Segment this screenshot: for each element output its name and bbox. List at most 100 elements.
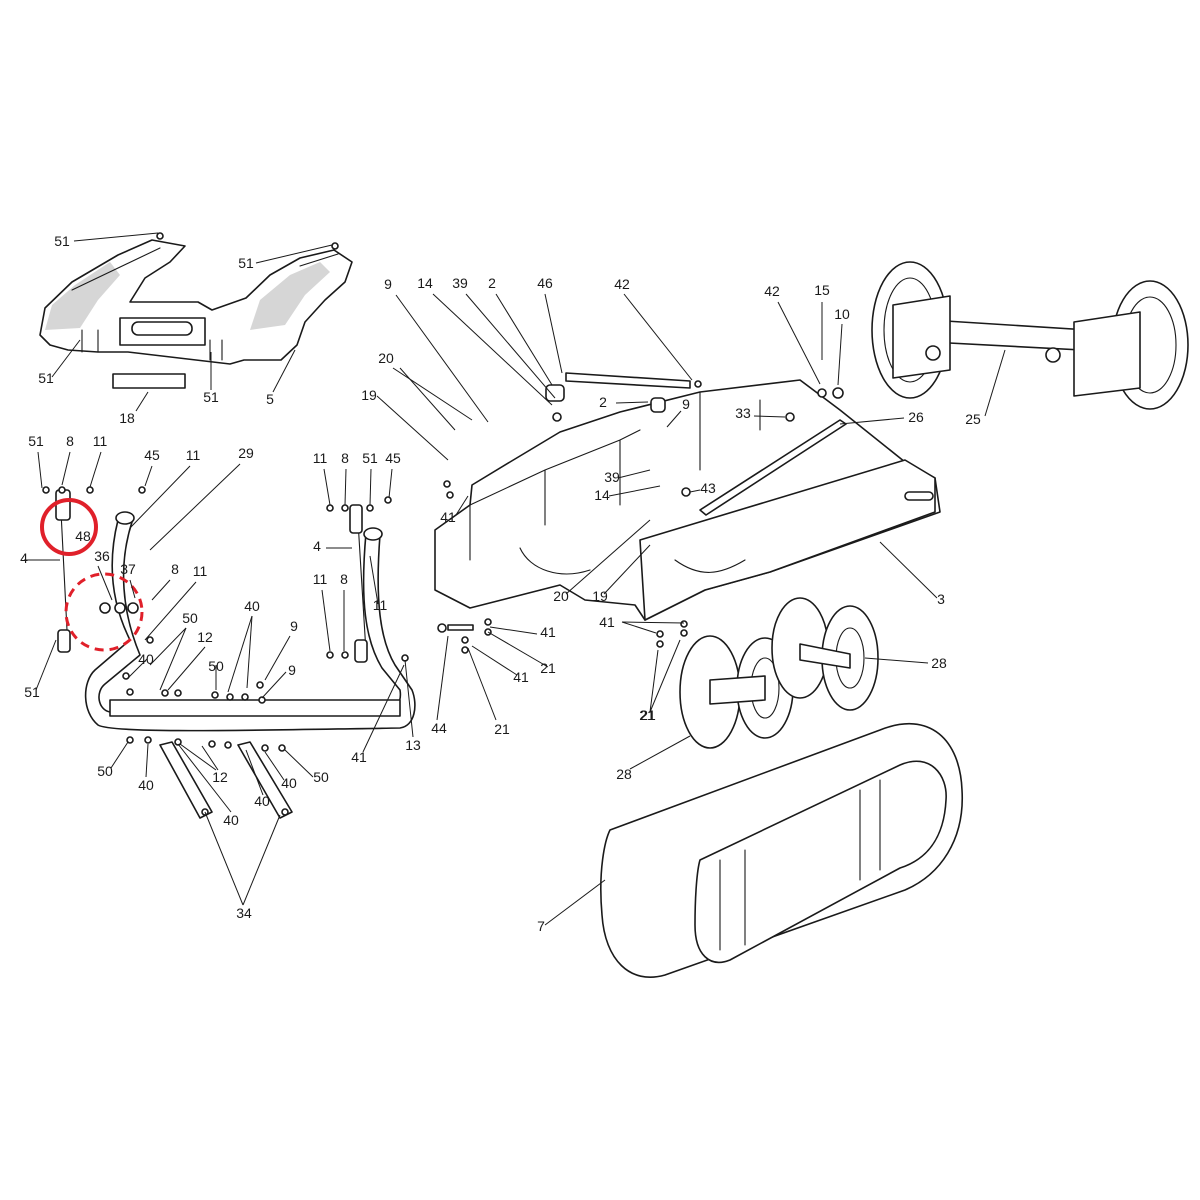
- leader-line: [323, 468, 331, 506]
- leader-line: [245, 749, 264, 796]
- callout: 5: [266, 391, 274, 407]
- leader-line: [255, 244, 333, 264]
- callout: 21: [640, 707, 656, 723]
- leader-line: [321, 589, 331, 652]
- callout: 51: [362, 450, 378, 466]
- callout: 40: [244, 598, 260, 614]
- hardware-parts: [42, 232, 844, 752]
- leader-line: [144, 581, 197, 641]
- callout: 9: [288, 662, 296, 678]
- leader-line: [471, 645, 518, 676]
- callout: 15: [814, 282, 830, 298]
- callout: 39: [604, 469, 620, 485]
- leader-line: [344, 468, 347, 506]
- callout: 11: [93, 433, 108, 449]
- leader-line: [467, 647, 497, 721]
- leader-line: [621, 621, 685, 624]
- callout: 41: [440, 509, 456, 525]
- dashed-highlight-circle: [64, 572, 144, 652]
- callout: 51: [54, 233, 70, 249]
- leader-line: [264, 751, 285, 781]
- leader-line: [35, 639, 57, 691]
- callout: 10: [834, 306, 850, 322]
- leader-line: [432, 293, 553, 406]
- wheel-axle-part: [871, 261, 1189, 410]
- callout: 40: [281, 775, 297, 791]
- leader-line: [395, 294, 489, 423]
- leader-line: [201, 745, 219, 771]
- leader-line: [623, 293, 693, 381]
- leader-line: [544, 293, 563, 374]
- leader-line: [753, 415, 786, 418]
- callout: 50: [313, 769, 329, 785]
- callout: 51: [38, 370, 54, 386]
- frame-part: [434, 372, 941, 621]
- callout: 11: [186, 447, 201, 463]
- callout: 41: [351, 749, 367, 765]
- leader-line: [135, 391, 149, 412]
- callout: 33: [735, 405, 751, 421]
- leader-line: [544, 879, 606, 926]
- callout: 46: [537, 275, 553, 291]
- leader-line: [51, 339, 81, 378]
- leader-line: [151, 579, 171, 601]
- track-part: [600, 722, 963, 978]
- leader-lines: [24, 232, 1006, 926]
- callout: 18: [119, 410, 135, 426]
- callout: 11: [193, 563, 208, 579]
- callout: 9: [682, 396, 690, 412]
- callout: 36: [94, 548, 110, 564]
- callout: 2: [488, 275, 496, 291]
- leader-line: [149, 627, 187, 666]
- callout: 45: [385, 450, 401, 466]
- callout: 19: [361, 387, 377, 403]
- callout: 8: [341, 450, 349, 466]
- leader-line: [608, 485, 661, 497]
- leader-line: [110, 741, 129, 769]
- leader-line: [392, 367, 473, 421]
- callout: 20: [553, 588, 569, 604]
- leader-line: [37, 451, 43, 489]
- callout: 21: [540, 660, 556, 676]
- callout: 11: [313, 450, 328, 466]
- solid-highlight-circle: [40, 498, 98, 556]
- callout: 8: [340, 571, 348, 587]
- callout: 41: [513, 669, 529, 685]
- leader-line: [179, 743, 217, 771]
- leader-line: [264, 635, 291, 681]
- leader-line: [839, 417, 905, 425]
- leader-line: [246, 615, 253, 689]
- leader-line: [565, 519, 651, 595]
- callout: 43: [700, 480, 716, 496]
- callout: 21: [494, 721, 510, 737]
- leader-line: [487, 631, 549, 668]
- callout: 40: [138, 777, 154, 793]
- callout: 26: [908, 409, 924, 425]
- leader-line: [689, 489, 701, 493]
- leader-line: [227, 615, 253, 693]
- callout: 28: [616, 766, 632, 782]
- leader-line: [615, 401, 649, 404]
- decal-part: [112, 373, 186, 389]
- callout: 40: [254, 793, 270, 809]
- callout: 45: [144, 447, 160, 463]
- leader-line: [617, 469, 651, 479]
- leader-line: [89, 451, 102, 488]
- leader-line: [666, 410, 682, 428]
- callout: 13: [405, 737, 421, 753]
- callout: 8: [66, 433, 74, 449]
- leader-line: [455, 495, 469, 516]
- callout: 12: [212, 769, 228, 785]
- leader-line: [465, 293, 556, 399]
- leader-line: [284, 749, 314, 778]
- leader-line: [61, 451, 71, 486]
- leader-line: [777, 301, 821, 385]
- callout: 4: [20, 550, 28, 566]
- callout: 42: [614, 276, 630, 292]
- callout: 29: [238, 445, 254, 461]
- leader-line: [399, 367, 456, 431]
- leader-line: [621, 621, 657, 634]
- callout: 44: [431, 720, 447, 736]
- callout: 7: [537, 918, 545, 934]
